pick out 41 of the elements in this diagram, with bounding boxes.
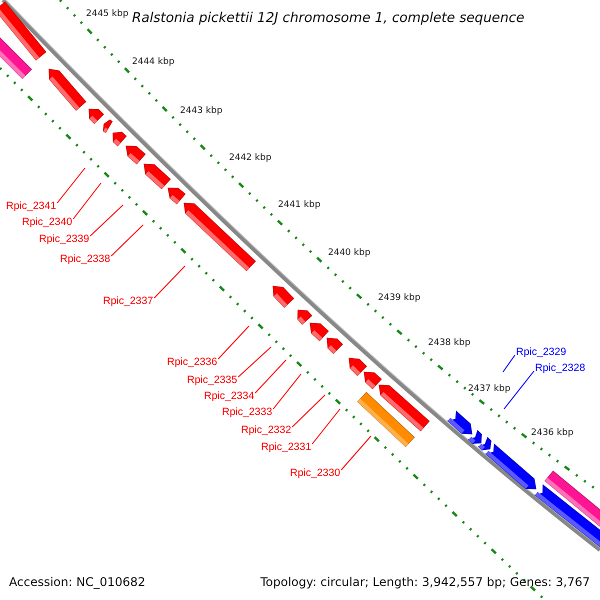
leader-line <box>154 266 186 298</box>
scale-label: 2437 kbp <box>468 384 510 395</box>
footer-text: Accession: NC_010682 <box>9 575 146 589</box>
gene-label: Rpic_2338 <box>60 253 110 265</box>
map-title: Ralstonia pickettii 12J chromosome 1, complete sequence <box>132 10 524 26</box>
leader-line <box>238 346 272 378</box>
gene-label: Rpic_2341 <box>6 200 56 212</box>
gene-label: Rpic_2339 <box>39 233 90 245</box>
leader-line <box>502 354 516 372</box>
gene-label: Rpic_2337 <box>103 295 154 307</box>
scale-label: 2440 kbp <box>328 248 370 259</box>
scale-label: 2444 kbp <box>132 57 174 68</box>
leader-line <box>56 168 86 204</box>
gene-label: Rpic_2335 <box>187 374 238 386</box>
leader-line <box>254 360 286 394</box>
scale-label: 2442 kbp <box>229 153 272 164</box>
gene-label: Rpic_2334 <box>204 390 254 402</box>
scale-label: 2441 kbp <box>278 200 320 211</box>
leader-line <box>72 182 102 220</box>
gene-label: Rpic_2330 <box>290 467 340 479</box>
gene-label: Rpic_2340 <box>22 216 72 228</box>
gene-label: Rpic_2328 <box>535 362 586 374</box>
gene-label: Rpic_2331 <box>261 441 312 453</box>
scale-label: 2439 kbp <box>378 293 420 304</box>
gene-label: Rpic_2333 <box>222 406 272 418</box>
leader-line <box>340 436 372 470</box>
leader-line <box>504 370 534 410</box>
scale-label: 2443 kbp <box>180 106 222 117</box>
scale-label: 2445 kbp <box>86 9 128 20</box>
leader-line <box>90 204 124 236</box>
leader-line <box>218 326 250 360</box>
footer-text: Topology: circular; Length: 3,942,557 bp; Genes: 3,767 <box>260 575 590 589</box>
leader-line <box>292 394 326 428</box>
scale-label: 2436 kbp <box>531 428 574 439</box>
leader-line <box>312 408 340 444</box>
gene-label: Rpic_2329 <box>516 346 566 358</box>
gene-label: Rpic_2336 <box>167 356 218 368</box>
leader-line <box>272 374 302 410</box>
leader-line <box>110 224 144 256</box>
scale-label: 2438 kbp <box>428 338 470 349</box>
gene-label: Rpic_2332 <box>241 424 292 436</box>
